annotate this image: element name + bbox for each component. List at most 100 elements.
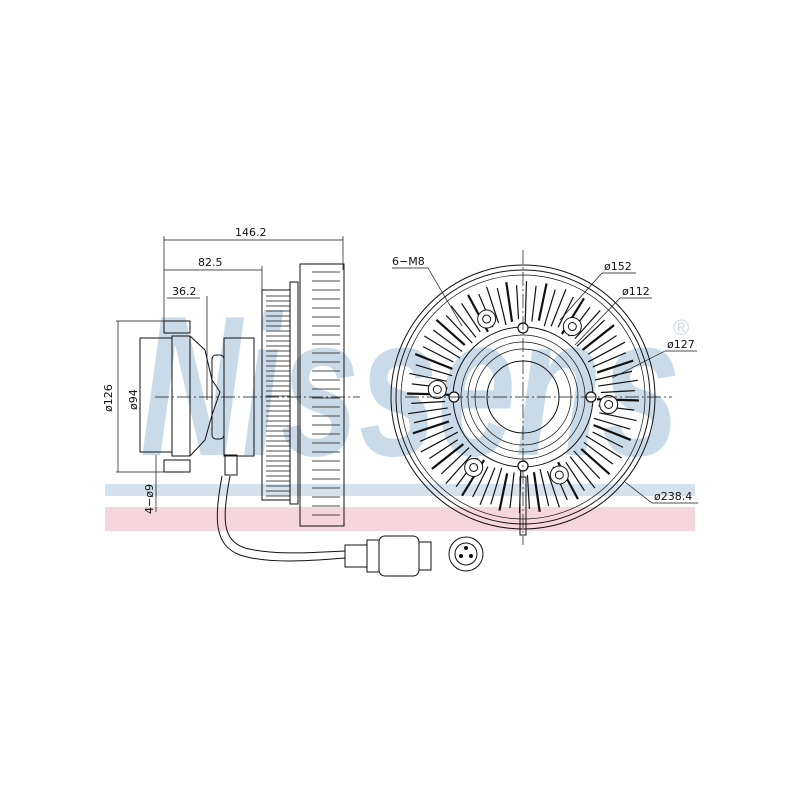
fin bbox=[408, 407, 448, 415]
fin bbox=[592, 431, 624, 448]
fin bbox=[539, 468, 550, 507]
fin bbox=[576, 319, 605, 347]
dim-flange-length: 36.2 bbox=[167, 285, 208, 400]
svg-text:4−ø9: 4−ø9 bbox=[143, 484, 156, 514]
cable bbox=[216, 475, 346, 562]
fin bbox=[415, 364, 453, 377]
svg-text:ø94: ø94 bbox=[127, 389, 140, 410]
m8-hole bbox=[549, 465, 569, 485]
dim-bolt-circle: ø127 bbox=[611, 338, 697, 379]
watermark-logo: Nissens ® bbox=[105, 275, 695, 531]
m8-hole-inner bbox=[432, 385, 442, 395]
m8-hole-inner bbox=[554, 470, 564, 480]
fin bbox=[479, 467, 496, 505]
fin bbox=[583, 441, 614, 465]
m8-hole bbox=[464, 457, 484, 477]
svg-text:ø112: ø112 bbox=[622, 285, 650, 298]
fin bbox=[515, 285, 520, 320]
fin bbox=[581, 324, 615, 351]
dim-overall-length: 146.2 bbox=[163, 226, 344, 330]
fin bbox=[599, 412, 637, 422]
fin bbox=[424, 335, 461, 359]
fin bbox=[441, 447, 470, 475]
registered-mark: ® bbox=[673, 315, 689, 340]
fin bbox=[435, 318, 466, 346]
fin bbox=[411, 400, 446, 405]
fin bbox=[490, 467, 503, 505]
dim-threads: 6−M8 bbox=[392, 255, 463, 327]
fin bbox=[472, 466, 489, 498]
fin bbox=[461, 303, 481, 333]
m8-hole bbox=[562, 317, 582, 337]
fin bbox=[409, 372, 447, 382]
svg-text:6−M8: 6−M8 bbox=[392, 255, 425, 268]
fin bbox=[450, 305, 477, 338]
fin bbox=[431, 443, 465, 470]
dim-mid-length: 82.5 bbox=[164, 256, 263, 300]
fin bbox=[496, 287, 507, 326]
dim-pilot-diameter: ø94 bbox=[127, 389, 140, 410]
svg-text:82.5: 82.5 bbox=[198, 256, 223, 269]
fin bbox=[550, 289, 567, 327]
front-view: 6−M8 ø152 ø112 ø127 ø238.4 bbox=[390, 250, 698, 545]
fin bbox=[585, 435, 622, 459]
fin bbox=[505, 282, 514, 322]
fin bbox=[565, 461, 585, 491]
cable-plug bbox=[344, 535, 432, 577]
fin bbox=[531, 285, 537, 322]
fin bbox=[546, 470, 560, 508]
fin bbox=[580, 448, 611, 476]
fin bbox=[587, 335, 617, 355]
watermark-stripe-pink bbox=[105, 507, 695, 531]
sensor-pin bbox=[519, 476, 527, 536]
svg-text:ø238.4: ø238.4 bbox=[654, 490, 692, 503]
svg-text:ø152: ø152 bbox=[604, 260, 632, 273]
fin bbox=[573, 450, 601, 479]
side-view: 146.2 82.5 36.2 ø126 ø94 4−ø9 bbox=[102, 226, 484, 577]
fin bbox=[537, 283, 548, 321]
fin bbox=[587, 341, 626, 363]
fin bbox=[509, 472, 515, 509]
fin bbox=[420, 431, 459, 453]
fin bbox=[594, 370, 633, 381]
m8-hole-inner bbox=[604, 399, 614, 409]
fin bbox=[498, 473, 509, 511]
fin bbox=[422, 346, 454, 363]
watermark-stripe-blue bbox=[105, 484, 695, 496]
watermark-text: Nissens bbox=[140, 275, 680, 498]
svg-text:146.2: 146.2 bbox=[235, 226, 267, 239]
dim-holes: 4−ø9 bbox=[143, 455, 157, 514]
fin bbox=[557, 296, 574, 328]
svg-text:36.2: 36.2 bbox=[172, 285, 197, 298]
fin bbox=[432, 329, 463, 353]
fin bbox=[413, 413, 452, 424]
fin bbox=[598, 379, 638, 387]
fin bbox=[429, 439, 459, 459]
fin bbox=[574, 310, 601, 340]
m8-hole-inner bbox=[567, 322, 577, 332]
m8-hole bbox=[427, 380, 447, 400]
fin bbox=[600, 389, 635, 394]
bolt-holes bbox=[427, 309, 619, 485]
m8-hole bbox=[599, 394, 619, 414]
fin bbox=[596, 359, 634, 374]
svg-text:ø127: ø127 bbox=[667, 338, 695, 351]
fin bbox=[593, 424, 632, 441]
front-fins bbox=[407, 281, 639, 513]
fin bbox=[412, 420, 450, 435]
fin bbox=[593, 417, 631, 430]
m8-hole-inner bbox=[482, 314, 492, 324]
fin bbox=[543, 289, 556, 327]
fin bbox=[445, 454, 472, 484]
fin bbox=[445, 315, 473, 344]
dim-outer-diameter: ø238.4 bbox=[624, 481, 698, 504]
fin bbox=[569, 456, 596, 489]
fin bbox=[592, 352, 627, 368]
fin bbox=[526, 474, 531, 509]
dim-flange-diameter: ø126 bbox=[102, 320, 190, 473]
fin bbox=[486, 286, 500, 324]
fin bbox=[414, 353, 453, 370]
fin bbox=[524, 281, 528, 324]
